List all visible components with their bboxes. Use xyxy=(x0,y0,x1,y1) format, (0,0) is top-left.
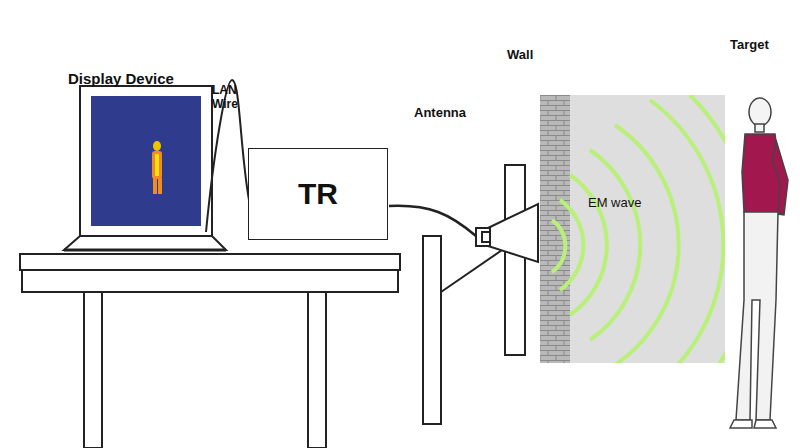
target-person xyxy=(730,98,788,428)
laptop xyxy=(64,86,226,250)
em-waves xyxy=(552,95,725,363)
box-text: TR xyxy=(298,177,338,211)
target-label: Target xyxy=(730,38,769,53)
transceiver-box: TR xyxy=(248,148,388,240)
table xyxy=(20,254,400,448)
brick-wall xyxy=(540,95,570,363)
antenna-cable xyxy=(389,206,476,236)
wall-label: Wall xyxy=(507,48,533,63)
horn-antenna xyxy=(476,204,538,262)
wire-label: LAN Wire xyxy=(212,84,252,112)
antenna-label: Antenna xyxy=(414,106,466,121)
wave-label: EM wave xyxy=(588,196,641,211)
antenna-stand xyxy=(423,165,525,424)
wall-region xyxy=(570,95,725,363)
device-label: Display Device xyxy=(68,70,174,87)
